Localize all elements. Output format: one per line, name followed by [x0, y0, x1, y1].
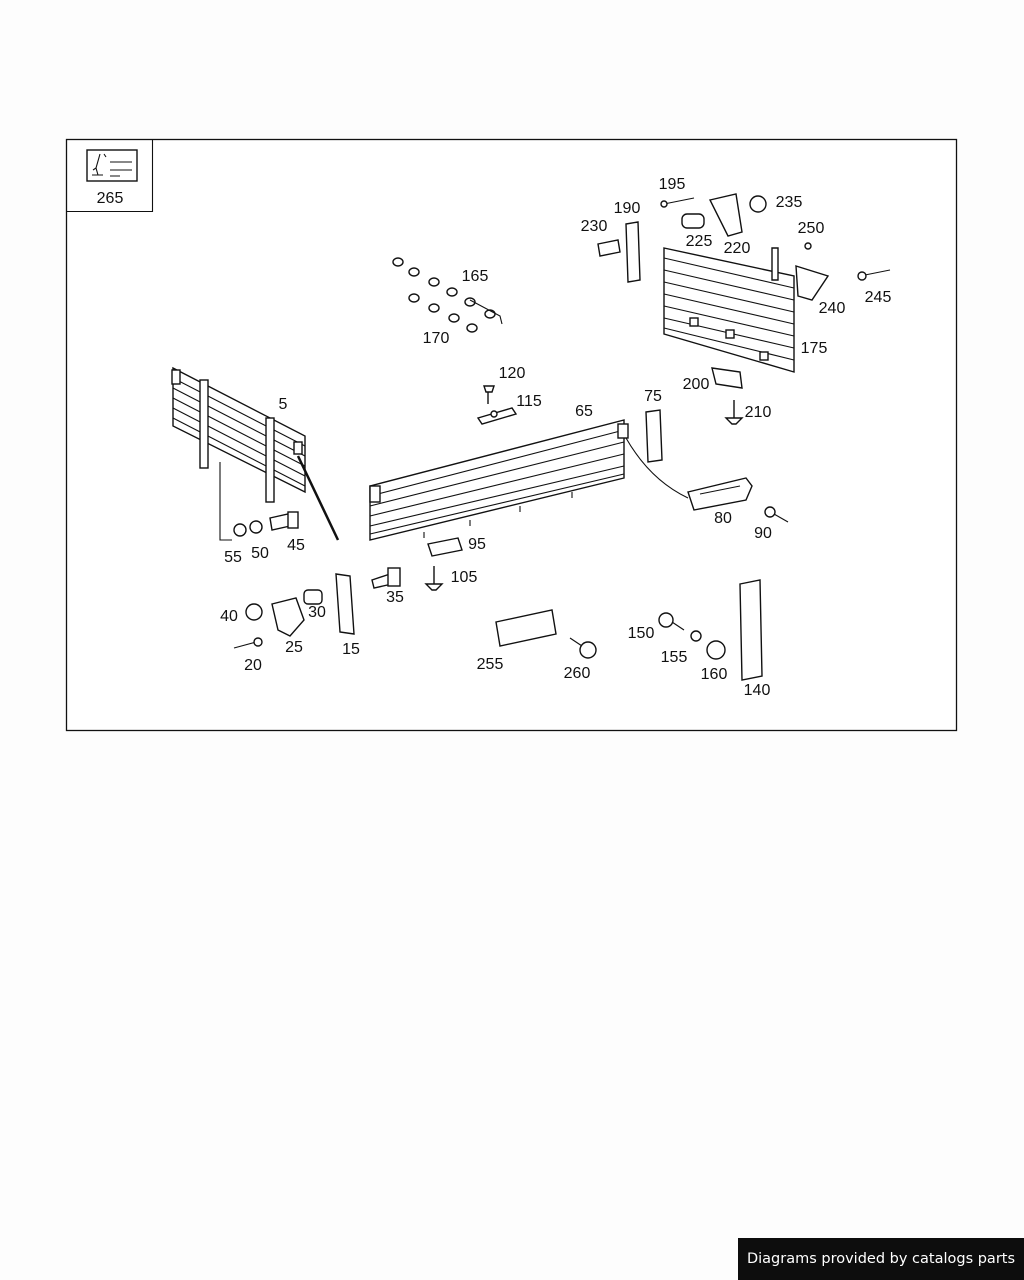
callout-175: 175: [801, 340, 828, 357]
inset-265: 265: [66, 139, 154, 213]
footer-banner: Diagrams provided by catalogs parts: [738, 1238, 1024, 1280]
callout-235: 235: [776, 194, 803, 211]
callout-35: 35: [386, 589, 404, 606]
callout-30: 30: [308, 604, 326, 621]
callout-120: 120: [499, 365, 526, 382]
callout-80: 80: [714, 510, 732, 527]
callout-25: 25: [285, 639, 303, 656]
callout-225: 225: [686, 233, 713, 250]
callout-230: 230: [581, 218, 608, 235]
callout-250: 250: [798, 220, 825, 237]
callout-115: 115: [516, 393, 542, 410]
callout-5: 5: [279, 396, 288, 413]
chain-165-170: [392, 257, 503, 333]
callout-75: 75: [644, 388, 662, 405]
callout-210: 210: [745, 404, 772, 421]
callout-15: 15: [342, 641, 360, 658]
callout-50: 50: [251, 545, 269, 562]
callout-165: 165: [462, 268, 489, 285]
callout-155: 155: [661, 649, 688, 666]
callout-195: 195: [659, 176, 686, 193]
small-parts: [233, 193, 891, 681]
callout-95: 95: [468, 536, 486, 553]
callout-255: 255: [477, 656, 504, 673]
callout-200: 200: [683, 376, 710, 393]
callout-140: 140: [744, 682, 771, 699]
callout-55: 55: [224, 549, 242, 566]
callout-90: 90: [754, 525, 772, 542]
callout-65: 65: [575, 403, 593, 420]
callout-105: 105: [451, 569, 478, 586]
callout-labels: 5 15 20 25 30 35 40 45 50 55 65 75 80 90…: [220, 176, 891, 699]
callout-150: 150: [628, 625, 655, 642]
callout-40: 40: [220, 608, 238, 625]
callout-190: 190: [614, 200, 641, 217]
callout-160: 160: [701, 666, 728, 683]
callout-20: 20: [244, 657, 262, 674]
callout-45: 45: [287, 537, 305, 554]
callout-170: 170: [423, 330, 450, 347]
callout-220: 220: [724, 240, 751, 257]
side-board-175: [663, 247, 795, 373]
callout-245: 245: [865, 289, 892, 306]
callout-260: 260: [564, 665, 591, 682]
callout-240: 240: [819, 300, 846, 317]
side-board-left: [171, 366, 340, 541]
tailgate-65: [369, 419, 689, 541]
inset-label: 265: [97, 190, 124, 207]
